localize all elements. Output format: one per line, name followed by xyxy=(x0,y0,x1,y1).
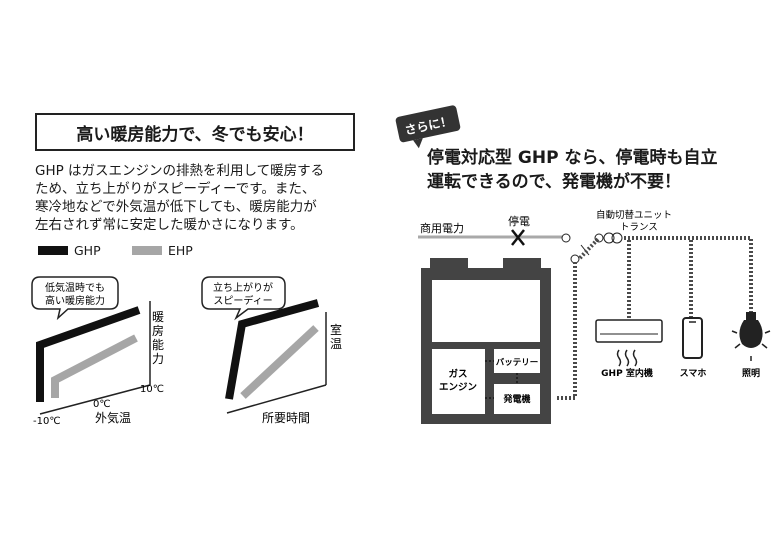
transformer-coil-b xyxy=(611,232,623,244)
chart1-ylabel-char: 力 xyxy=(152,352,164,366)
headline-line: 停電対応型 GHP なら、停電時も自立 xyxy=(427,148,718,168)
chart-room-temperature: 立ち上がりが スピーディー 室 温 所要時間 xyxy=(201,276,342,425)
lighting-label: 照明 xyxy=(742,368,760,379)
transformer-coil-a xyxy=(603,232,615,244)
chart1-tick-0: 0℃ xyxy=(93,399,111,410)
commercial-power-label: 商用電力 xyxy=(420,221,464,235)
chart2-ylabel-char: 温 xyxy=(330,337,342,351)
gas-engine-label-line1: ガス xyxy=(448,368,467,380)
chart1-ehp-series xyxy=(51,334,138,398)
switch-unit-label: 自動切替ユニット xyxy=(596,209,672,221)
chart2-ylabel-char: 室 xyxy=(330,322,342,337)
chart1-ylabel-char: 暖 xyxy=(152,310,164,324)
section-title: 高い暖房能力で、冬でも安心！ xyxy=(76,124,314,145)
chart1-x-axis xyxy=(39,384,151,415)
chart2-x-axis xyxy=(226,384,327,414)
power-outage-diagram: さらに！ 商用電力 停電 自動切替ユニット トランス xyxy=(395,105,771,424)
internal-wiring xyxy=(485,360,518,399)
legend-ehp: EHP xyxy=(132,243,193,258)
legend-ehp-swatch xyxy=(132,246,162,255)
transformer-label: トランス xyxy=(620,222,658,233)
description-line: GHP はガスエンジンの排熱を利用して暖房する xyxy=(35,163,325,179)
headline-line: 運転できるので、発電機が不要！ xyxy=(427,172,681,192)
outage-label: 停電 xyxy=(508,214,530,228)
light-bulb-icon xyxy=(731,312,771,361)
callout-bubble-2 xyxy=(201,276,286,321)
ac-indoor-unit-icon xyxy=(595,319,663,367)
legend-ghp-label: GHP xyxy=(74,243,101,258)
description-line: 左右されず常に安定した暖かさになります。 xyxy=(35,217,304,233)
smartphone-icon xyxy=(682,317,703,359)
smartphone-label: スマホ xyxy=(680,368,707,379)
callout-1-line1: 低気温時でも xyxy=(45,281,105,294)
chart-heating-capacity: 低気温時でも 高い暖房能力 暖 房 能 力 10℃ 0℃ -10℃ 外気温 xyxy=(31,276,164,427)
chart2-ehp-series xyxy=(240,325,319,399)
ghp-indoor-label: GHP 室内機 xyxy=(601,367,653,379)
switch-node-b xyxy=(570,254,580,264)
backup-wiring xyxy=(556,236,753,400)
legend-ehp-label: EHP xyxy=(168,243,193,258)
chart2-xlabel: 所要時間 xyxy=(262,411,310,425)
callout-2-line2: スピーディー xyxy=(213,294,272,307)
ghp-outdoor-unit: ガス エンジン バッテリー 発電機 xyxy=(421,258,551,424)
callout-1-line2: 高い暖房能力 xyxy=(45,294,105,307)
chart2-ghp-series xyxy=(225,299,320,400)
legend-ghp: GHP xyxy=(38,243,101,258)
description: GHP はガスエンジンの排熱を利用して暖房する ため、立ち上がりがスピーディーで… xyxy=(35,162,365,234)
description-line: ため、立ち上がりがスピーディーです。また、 xyxy=(35,181,316,197)
generator-label: 発電機 xyxy=(502,393,530,405)
badge: さらに！ xyxy=(395,105,461,149)
chart1-tick-10: 10℃ xyxy=(140,384,164,395)
legend-ghp-swatch xyxy=(38,246,68,255)
battery-label: バッテリー xyxy=(496,357,539,368)
description-line: 寒冷地などで外気温が低下しても、暖房能力が xyxy=(35,199,317,215)
headline: 停電対応型 GHP なら、停電時も自立 運転できるので、発電機が不要！ xyxy=(427,146,767,194)
chart1-ghp-series xyxy=(36,306,141,402)
chart1-xlabel: 外気温 xyxy=(95,410,131,425)
section-title-box: 高い暖房能力で、冬でも安心！ xyxy=(35,113,355,151)
chart1-ylabel-char: 能 xyxy=(152,338,164,352)
switch-node-a xyxy=(561,233,571,243)
chart1-ylabel-char: 房 xyxy=(152,323,164,338)
outage-x-icon xyxy=(511,229,525,246)
gas-engine-label-line2: エンジン xyxy=(439,382,477,393)
callout-bubble-1 xyxy=(31,276,119,321)
callout-2-line1: 立ち上がりが xyxy=(213,281,273,294)
chart1-tick-minus10: -10℃ xyxy=(33,416,61,427)
